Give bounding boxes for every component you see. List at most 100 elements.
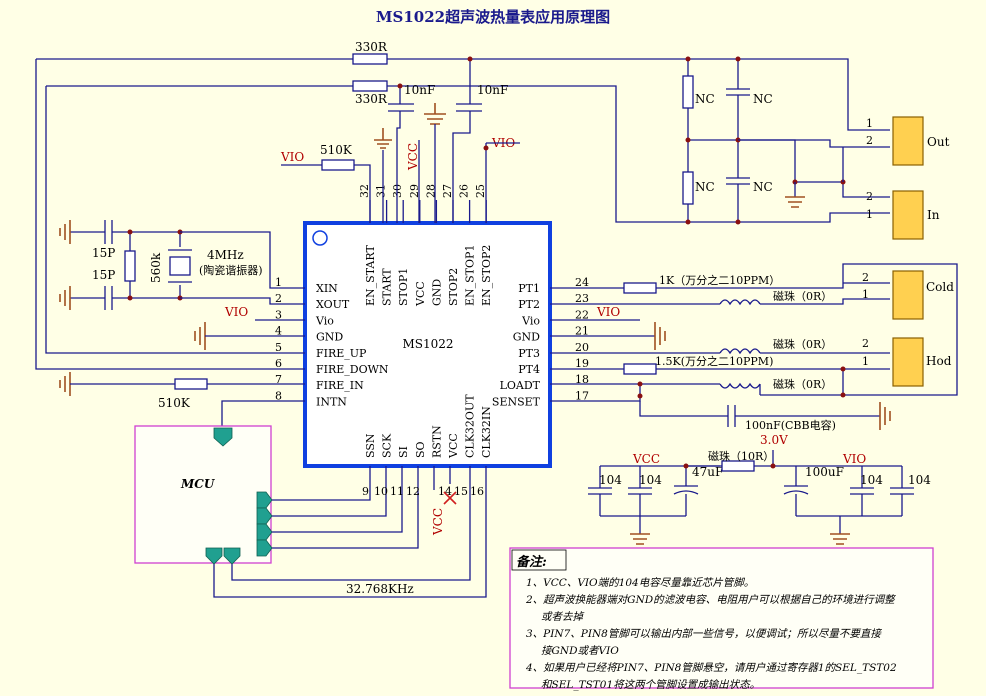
label-510k-left: 510K [158,396,191,410]
bus-pin-11: 11 [390,485,404,498]
label-nc-2: NC [753,92,773,106]
label-15p-b: 15P [92,268,115,282]
bus-pin-14: 14 [438,485,452,498]
chip-right-pin-name: GND [513,331,540,344]
bus-pin-10: 10 [374,485,388,498]
notes-box [509,547,934,689]
note-line: 1、VCC、VIO端的104电容尽量靠近芯片管脚。 [526,577,754,589]
label-vcc-pwr: VCC [632,452,660,466]
chip-right-pin-name: SENSET [492,395,541,408]
chip-left-pin-num: 4 [275,325,282,338]
bead-3 [719,382,761,389]
ground-symbol-pin4 [194,322,206,350]
chip-bottom-pin-name: RSTN [430,425,443,458]
chip-top-pin-num: 31 [375,184,388,198]
chip-name: MS1022 [402,337,453,351]
connector-out [892,116,924,166]
label-nc-4: NC [753,180,773,194]
chip-pins: XIN1XOUT2Vio3GND4FIRE_UP5FIRE_DOWN6FIRE_… [275,184,589,459]
chip-left-pin-num: 2 [275,292,282,305]
chip-left-pin-name: Vio [315,314,334,327]
bus-pin-15: 15 [454,485,468,498]
notes-title: 备注: [516,554,547,570]
chip-top-pin-name: STOP2 [447,268,460,306]
label-cold: Cold [926,280,954,294]
bus-pin-12: 12 [406,485,420,498]
chip-left-pin-name: FIRE_IN [316,379,364,392]
bead-1 [719,299,761,306]
capacitor-10nf-b [452,103,482,223]
chip-left-pin-name: FIRE_DOWN [316,363,389,376]
note-line: 4、如果用户已经将PIN7、PIN8管脚悬空，请用户通过寄存器1的SEL_TST… [525,662,897,674]
in-pin-2: 2 [866,190,873,203]
connector-in [892,190,924,240]
chip-bottom-pin-name: SSN [364,433,377,458]
ground-symbol-cbb [879,402,891,430]
label-100uf: 100uF [805,465,844,479]
label-vio-en: VIO [280,150,304,164]
bus-pin-9: 9 [362,485,369,498]
ground-symbol-nc [785,196,805,208]
note-line: 或者去掉 [541,611,584,623]
label-47uf: 47uF [692,465,723,479]
label-r15k: 1.5K(万分之二10PPM) [655,354,773,368]
label-510k-top: 510K [320,143,353,157]
note-line: 2、超声波换能器端对GND的滤波电容、电阻用户可以根据自己的环境进行调整 [525,594,896,606]
chip-right-pin-num: 23 [575,292,589,305]
label-vcc-top: VCC [406,143,420,171]
label-104-a: 104 [599,473,622,487]
resistor-510k-top [321,159,355,171]
chip-body [303,221,552,468]
label-10nf-a: 10nF [404,83,435,97]
ground-symbol-pwr-right [830,533,850,545]
resistor-510k-left [174,378,208,390]
crystal-4mhz [168,249,192,283]
note-line: 3、PIN7、PIN8管脚可以输出内部一些信号，以便调试；所以尽量不要直接 [526,628,882,640]
label-10nf-b: 10nF [477,83,508,97]
label-104-d: 104 [908,473,931,487]
label-330r-bot: 330R [355,92,388,106]
connector-hod [892,337,924,387]
out-pin-2: 2 [866,134,873,147]
label-560k: 560k [149,252,163,283]
connector-cold [892,270,924,320]
schematic-title: MS1022超声波热量表应用原理图 [376,8,610,26]
chip-bottom-pin-name: CLK32OUT [464,394,477,458]
ground-symbol-28 [424,103,446,223]
label-vio-left: VIO [224,305,248,319]
ground-symbol-31 [374,128,392,223]
chip-top-pin-num: 25 [474,184,487,198]
label-clk: 32.768KHz [346,582,414,596]
label-vcc14: VCC [431,508,445,536]
chip-top-pin-num: 27 [441,184,454,198]
chip-top-pin-name: STOP1 [397,268,410,306]
pin1-marker [312,230,328,246]
chip-right-pin-name: PT3 [518,347,540,360]
label-nc-1: NC [695,92,715,106]
label-104-c: 104 [860,473,883,487]
bead-2 [719,348,761,355]
chip-right-pin-num: 21 [575,325,589,338]
chip-top-pin-num: 32 [358,184,371,198]
resistor-330r-bot [352,80,388,92]
chip-top-pin-num: 26 [458,184,471,198]
resistor-560k [124,250,136,282]
chip-left-pin-name: FIRE_UP [316,347,367,360]
label-nc-3: NC [695,180,715,194]
chip-bottom-pin-name: CLK32IN [480,406,493,458]
ground-symbol-xout [59,286,71,310]
chip-left-pin-num: 6 [275,357,282,370]
chip-left-pin-name: GND [316,331,343,344]
chip-right-pin-name: LOADT [500,379,541,392]
label-in: In [927,208,940,222]
note-line: 接GND或者VIO [541,645,619,657]
label-104-b: 104 [639,473,662,487]
capacitor-10nf-a [388,103,414,223]
hod-pin-2: 2 [862,337,869,350]
chip-bottom-pin-name: VCC [447,433,460,459]
chip-left-pin-name: XIN [316,282,338,295]
chip-right-pin-name: PT2 [518,298,540,311]
hod-pin-1: 1 [862,355,869,368]
label-xtal: 4MHz [207,248,244,262]
